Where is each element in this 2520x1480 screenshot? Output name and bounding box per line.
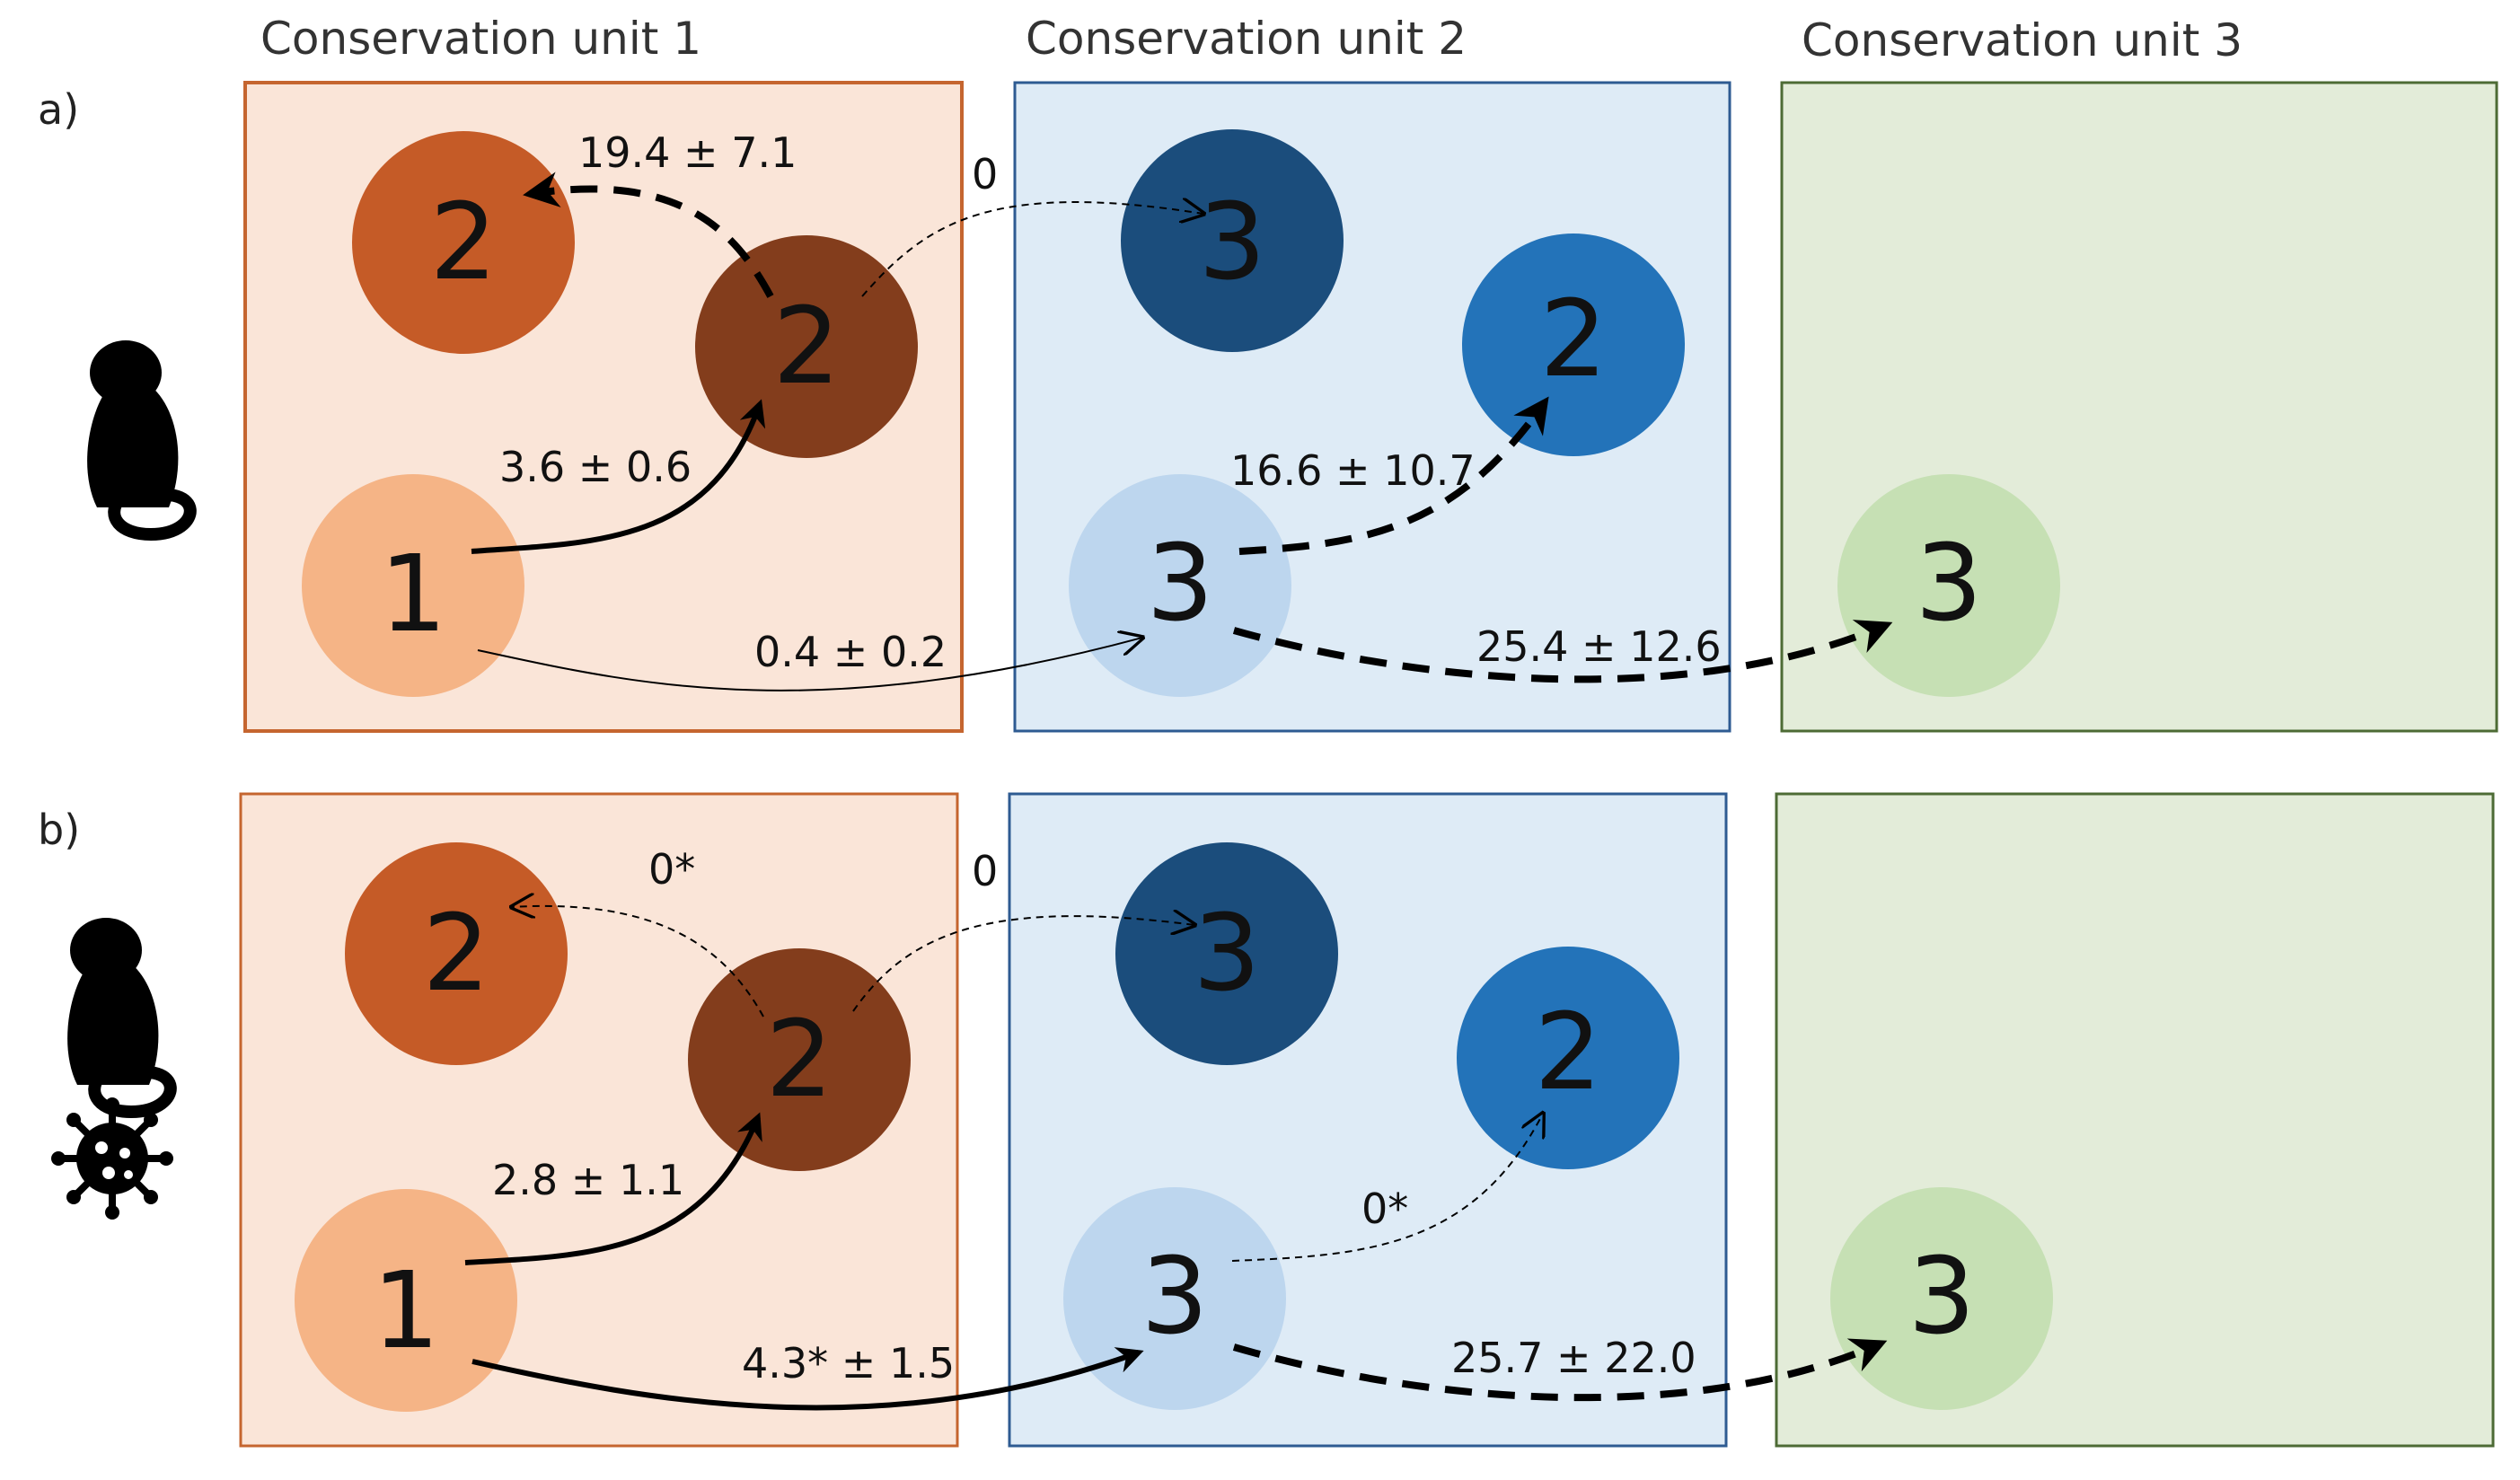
edge-arrow: [1232, 620, 1893, 683]
edge-arrow: [477, 638, 1142, 692]
edge-label: 25.7 ± 22.0: [1451, 1334, 1696, 1382]
node: 2: [695, 235, 918, 458]
edge-label: 16.6 ± 10.7: [1230, 446, 1476, 495]
edge-arrow: [1238, 396, 1549, 555]
edge-label: 0*: [648, 845, 695, 894]
svg-text:3: 3: [1915, 521, 1982, 645]
header-unit-1: Conservation unit 1: [260, 13, 701, 65]
node: 1: [295, 1189, 517, 1412]
svg-text:2: 2: [765, 997, 833, 1121]
edge-arrow: [512, 906, 764, 1018]
marmoset-silhouette-icon: [67, 918, 177, 1119]
node: 2: [1462, 233, 1685, 456]
node: 2: [345, 842, 568, 1065]
edge-label: 25.4 ± 12.6: [1476, 622, 1722, 671]
edge-arrow: [1231, 1114, 1543, 1262]
svg-text:1: 1: [372, 1248, 439, 1372]
panel-a: a) 2 2 1 3 2: [38, 81, 2498, 733]
svg-text:3: 3: [1146, 521, 1213, 645]
panel-a-label: a): [38, 85, 79, 134]
node: 1: [302, 474, 524, 697]
node: 3: [1069, 474, 1291, 697]
svg-text:3: 3: [1908, 1234, 1975, 1358]
svg-text:2: 2: [1539, 277, 1607, 401]
edge-label: 2.8 ± 1.1: [492, 1156, 684, 1204]
svg-text:3: 3: [1141, 1234, 1208, 1358]
node: 3: [1121, 129, 1344, 352]
node: 3: [1830, 1187, 2053, 1410]
edge-label: 3.6 ± 0.6: [499, 443, 692, 491]
marmoset-silhouette-icon: [87, 340, 197, 542]
virus-icon: [51, 1097, 173, 1220]
edge-arrow: [523, 172, 774, 298]
svg-text:2: 2: [422, 891, 489, 1015]
header-unit-3: Conservation unit 3: [1802, 14, 2242, 66]
node: 3: [1063, 1187, 1286, 1410]
header-unit-2: Conservation unit 2: [1026, 13, 1467, 65]
panel-b-label: b): [38, 806, 80, 854]
panel-b: b): [38, 792, 2495, 1448]
node: 3: [1115, 842, 1338, 1065]
edge-label: 0*: [1361, 1185, 1408, 1233]
edge-label: 0: [972, 150, 998, 198]
edge-arrow: [861, 202, 1203, 297]
svg-text:3: 3: [1193, 891, 1260, 1015]
edge-arrow: [464, 1112, 762, 1265]
svg-text:2: 2: [772, 284, 840, 408]
edge-arrow: [471, 399, 766, 554]
svg-text:2: 2: [1534, 990, 1601, 1114]
edge-label: 0: [972, 847, 998, 895]
svg-text:2: 2: [429, 180, 497, 304]
edge-arrow: [852, 916, 1194, 1012]
svg-text:1: 1: [379, 532, 446, 656]
edge-label: 4.3* ± 1.5: [742, 1339, 955, 1388]
edge-arrow: [1232, 1338, 1888, 1402]
edge-label: 0.4 ± 0.2: [754, 628, 947, 676]
node: 2: [1457, 947, 1679, 1169]
edge-label: 19.4 ± 7.1: [578, 128, 797, 177]
node: 3: [1837, 474, 2060, 697]
edge-arrow: [471, 1347, 1144, 1411]
node: 2: [352, 131, 575, 354]
svg-text:3: 3: [1198, 180, 1265, 304]
